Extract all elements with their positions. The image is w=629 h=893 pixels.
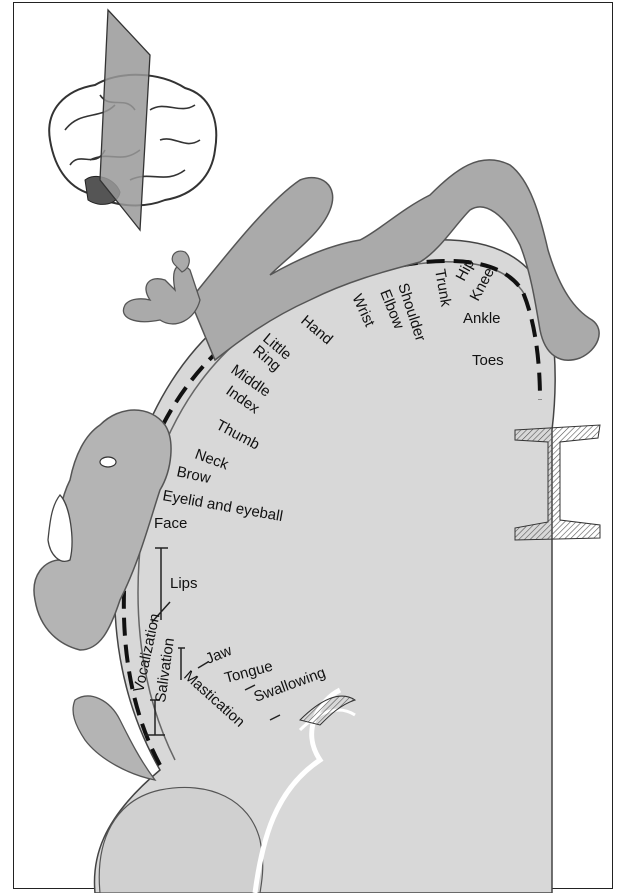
eye-icon — [100, 457, 116, 467]
hand-shape — [123, 265, 200, 324]
label-lips: Lips — [170, 575, 198, 592]
label-face: Face — [154, 515, 187, 532]
label-toes: Toes — [472, 352, 504, 369]
label-ankle: Ankle — [463, 310, 501, 327]
brain-thumbnail — [49, 10, 216, 230]
